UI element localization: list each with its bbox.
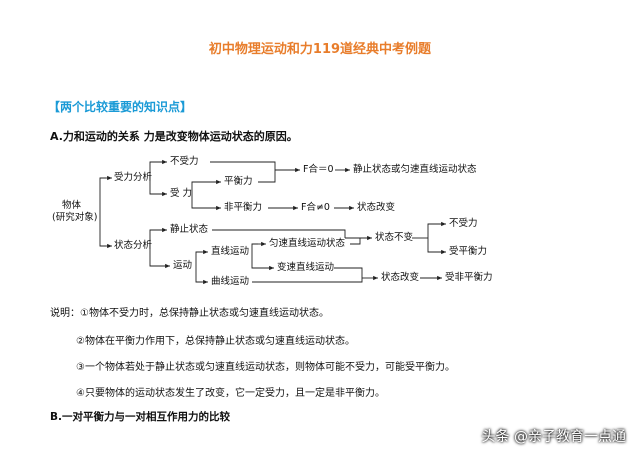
page-title: 初中物理运动和力119道经典中考例题	[208, 42, 432, 57]
node-no-force-right: 不受力	[449, 218, 478, 229]
note-4: ④只要物体的运动状态发生了改变，它一定受力，且一定是非平衡力。	[76, 388, 385, 399]
node-state-unchanged: 状态不变	[375, 232, 414, 243]
note-2: ②物体在平衡力作用下，总保持静止状态或匀速直线运动状态。	[76, 336, 355, 347]
node-state-change: 状态改变	[357, 202, 396, 213]
node-uniform-linear: 匀速直线运动状态	[269, 238, 346, 249]
force-sub-bracket	[191, 181, 198, 209]
heading-b: B.一对平衡力与一对相互作用力的比较	[50, 411, 230, 423]
variable-link	[334, 267, 363, 278]
watermark: 头条 @亲子教育一点通	[481, 429, 626, 445]
curved-link	[252, 278, 363, 283]
node-f-nonzero: F合≠0	[301, 202, 330, 213]
node-state-analysis: 状态分析	[114, 240, 153, 251]
node-research-object: (研究对象)	[52, 212, 98, 223]
no-force-link	[210, 161, 276, 170]
heading-a: A.力和运动的关系 力是改变物体运动状态的原因。	[50, 130, 298, 143]
root-bracket	[99, 177, 106, 247]
node-variable-linear: 变速直线运动	[277, 262, 335, 273]
node-static-state: 静止状态	[170, 224, 209, 235]
node-force: 受 力	[170, 188, 193, 199]
node-linear-motion: 直线运动	[211, 246, 250, 257]
node-unbalanced-force: 非平衡力	[224, 202, 263, 213]
node-force-analysis: 受力分析	[114, 172, 153, 183]
uniform-link	[350, 238, 361, 245]
note-1: 说明：①物体不受力时，总保持静止状态或匀速直线运动状态。	[50, 308, 329, 319]
node-curved-motion: 曲线运动	[211, 276, 250, 287]
node-object: 物体	[62, 200, 82, 211]
unchanged-right-bracket	[427, 223, 436, 253]
section-title: 【两个比较重要的知识点】	[48, 100, 193, 114]
note-3: ③一个物体若处于静止状态或匀速直线运动状态，则物体可能不受力，可能受平衡力。	[76, 362, 455, 373]
node-unbalanced-right: 受非平衡力	[445, 272, 493, 283]
node-state-changed: 状态改变	[381, 272, 420, 283]
balanced-link	[258, 170, 276, 183]
node-rest-or-uniform: 静止状态或匀速直线运动状态	[353, 164, 477, 175]
node-balanced-right: 受平衡力	[449, 246, 488, 257]
node-balanced-force: 平衡力	[224, 176, 253, 187]
linear-bracket	[251, 243, 258, 269]
node-f-zero: F合＝0	[303, 164, 334, 175]
motion-bracket	[195, 251, 202, 283]
state-unchanged-link	[212, 229, 346, 238]
node-motion: 运动	[173, 260, 193, 271]
node-no-force: 不受力	[170, 156, 199, 167]
